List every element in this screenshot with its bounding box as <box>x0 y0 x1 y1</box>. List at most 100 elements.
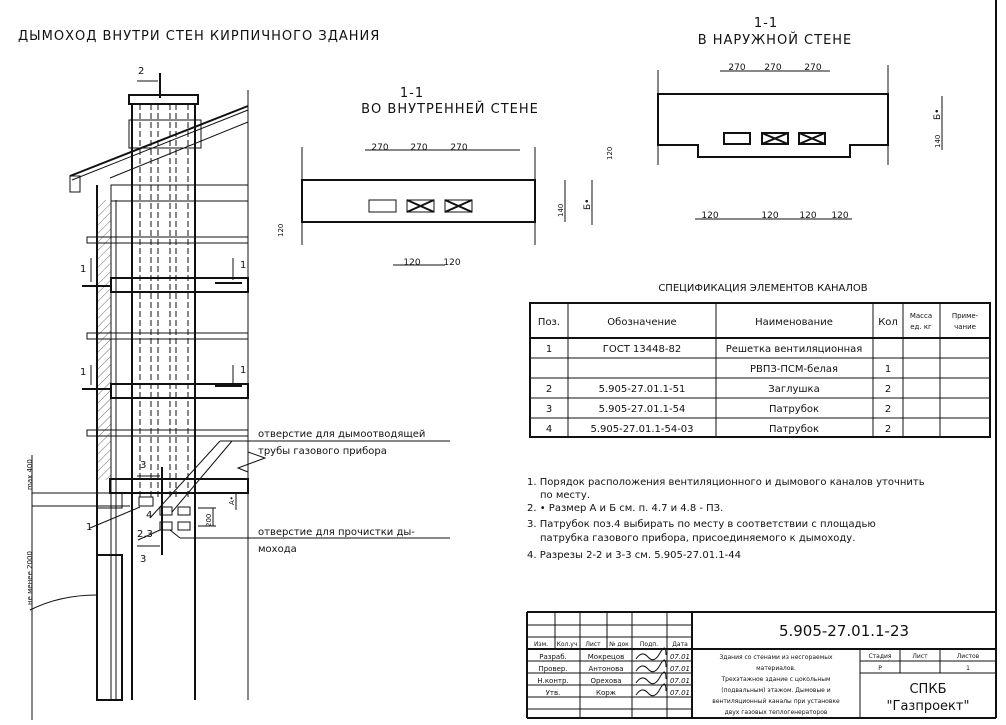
tb-header-date: Дата <box>672 641 688 648</box>
spec-cell-designation: 5.905-27.01.1-54 <box>599 404 686 415</box>
outer-dim-left: 120 <box>606 147 614 160</box>
tb-header-sheet: Лист <box>585 641 601 648</box>
tb-header-docno: № док <box>609 641 629 648</box>
cut-label-1-right: 1 <box>240 260 246 271</box>
outer-dim-b: Б• <box>933 109 943 120</box>
inner-dim-bottom-2: 120 <box>443 258 460 268</box>
ventilation-grille <box>138 496 154 507</box>
specification-table: СПЕЦИФИКАЦИЯ ЭЛЕМЕНТОВ КАНАЛОВ Поз. Обоз… <box>529 283 991 438</box>
signature <box>635 671 667 685</box>
spec-cell-pos: 2 <box>546 384 552 395</box>
dim-max-400: max 400 <box>26 459 34 490</box>
tb-sheets-value: 1 <box>966 665 970 672</box>
cut-label-1-left-2: 1 <box>80 367 86 378</box>
pos-label-1: 1 <box>86 522 92 533</box>
spec-header-pos: Поз. <box>538 317 560 328</box>
note-1: 1. Порядок расположения вентиляционного … <box>527 477 925 488</box>
outer-dim-top-3: 270 <box>804 63 821 73</box>
note-flue-line1: отверстие для дымоотводящей <box>258 429 425 440</box>
spec-row: 1 ГОСТ 13448-82 Решетка вентиляционная <box>546 344 863 355</box>
dim-a: А• <box>228 496 236 505</box>
cut-label-1-left: 1 <box>80 264 86 275</box>
flue-opening-2 <box>177 506 191 516</box>
tb-person-name: Корж <box>596 689 617 697</box>
spec-cell-name: Заглушка <box>768 384 819 395</box>
title-block: Изм. Кол.уч Лист № док Подп. Дата Разраб… <box>526 611 996 718</box>
tb-role: Н.контр. <box>537 677 568 685</box>
tb-date: 07.01 <box>670 689 690 697</box>
spec-header-designation: Обозначение <box>607 317 676 328</box>
tb-description-line: Трехэтажное здание с цокольным <box>720 676 830 683</box>
tb-stage-label: Стадия <box>868 653 891 660</box>
document-number: 5.905-27.01.1-23 <box>779 622 909 640</box>
spec-cell-name: РВПЗ-ПСМ-белая <box>750 364 838 375</box>
outer-dim-bottom-4: 120 <box>831 211 848 221</box>
tb-sheet-label: Лист <box>912 653 928 660</box>
flue-opening-1 <box>159 506 173 516</box>
cut-label-1-right-2: 1 <box>240 365 246 376</box>
org-name-1: СПКБ <box>909 682 946 697</box>
tb-description-line: (подвальным) этажом. Дымовые и <box>721 687 830 694</box>
main-title: ДЫМОХОД ВНУТРИ СТЕН КИРПИЧНОГО ЗДАНИЯ <box>18 29 380 44</box>
tb-description: Здания со стенами из несгораемыхматериал… <box>712 654 840 716</box>
spec-cell-designation: ГОСТ 13448-82 <box>603 344 681 355</box>
tb-person-name: Мокрецов <box>588 653 624 661</box>
general-notes: 1. Порядок расположения вентиляционного … <box>527 477 925 561</box>
tb-description-line: двух газовых теплогенераторов <box>725 709 828 716</box>
spec-row: РВПЗ-ПСМ-белая 1 <box>750 364 891 375</box>
spec-cell-designation: 5.905-27.01.1-54-03 <box>590 424 693 435</box>
note-2: 2. • Размер А и Б см. п. 4.7 и 4.8 - ПЗ. <box>527 503 723 514</box>
inner-dim-left: 120 <box>277 224 285 237</box>
chimney-elevation: 2 1 1 1 1 <box>26 66 450 720</box>
spec-cell-pos: 1 <box>546 344 552 355</box>
section-inner-wall: 1-1 ВО ВНУТРЕННЕЙ СТЕНЕ 270 270 270 120 … <box>277 86 593 268</box>
inner-dim-b: Б• <box>583 199 593 210</box>
spec-title: СПЕЦИФИКАЦИЯ ЭЛЕМЕНТОВ КАНАЛОВ <box>658 283 867 294</box>
spec-rows: 1 ГОСТ 13448-82 Решетка вентиляционнаяРВПЗ… <box>546 344 891 435</box>
section-outer-wall: 1-1 В НАРУЖНОЙ СТЕНЕ 270 270 270 120 120… <box>606 16 943 221</box>
inner-dim-top-3: 270 <box>450 143 467 153</box>
tb-date: 07.01 <box>670 653 690 661</box>
tb-header-change: Изм. <box>534 641 548 648</box>
chimney-cap <box>128 94 199 105</box>
tb-header-count: Кол.уч <box>557 641 578 648</box>
inner-dim-140: 140 <box>557 204 565 217</box>
outer-dim-top-1: 270 <box>728 63 745 73</box>
section-inner-title: ВО ВНУТРЕННЕЙ СТЕНЕ <box>361 101 539 117</box>
spec-header-mass-1: Масса <box>910 312 932 320</box>
dim-min-2000: не менее 2000 <box>26 551 34 605</box>
spec-cell-name: Патрубок <box>769 424 819 435</box>
spec-cell-designation: 5.905-27.01.1-51 <box>599 384 686 395</box>
section-outer-title: В НАРУЖНОЙ СТЕНЕ <box>698 32 853 48</box>
note-1-cont: по месту. <box>540 490 590 501</box>
section-outer-mark: 1-1 <box>754 16 778 31</box>
spec-cell-name: Решетка вентиляционная <box>726 344 863 355</box>
cleaning-opening-1 <box>159 521 173 531</box>
tb-description-line: вентиляционный каналы при установке <box>712 698 840 705</box>
note-3: 3. Патрубок поз.4 выбирать по месту в со… <box>527 519 876 530</box>
spec-header-note-1: Приме- <box>952 312 979 320</box>
spec-cell-qty: 2 <box>885 424 891 435</box>
outer-dim-bottom-1: 120 <box>701 211 718 221</box>
signature <box>635 659 667 673</box>
note-4: 4. Разрезы 2-2 и 3-3 см. 5.905-27.01.1-4… <box>527 550 741 561</box>
outer-dim-top-2: 270 <box>764 63 781 73</box>
inner-dim-top-2: 270 <box>410 143 427 153</box>
tb-date: 07.01 <box>670 665 690 673</box>
note-cleaning-line1: отверстие для прочистки ды- <box>258 527 415 538</box>
tb-role: Разраб. <box>539 653 567 661</box>
spec-cell-qty: 1 <box>885 364 891 375</box>
pos-label-2-3: 2,3 <box>137 529 153 540</box>
tb-person-name: Антонова <box>589 665 624 673</box>
spec-cell-pos: 3 <box>546 404 552 415</box>
tb-person-name: Орехова <box>590 677 621 685</box>
pos-label-4: 4 <box>146 510 152 521</box>
signature <box>635 647 667 661</box>
tb-date: 07.01 <box>670 677 690 685</box>
tb-description-line: Здания со стенами из несгораемых <box>719 654 832 661</box>
